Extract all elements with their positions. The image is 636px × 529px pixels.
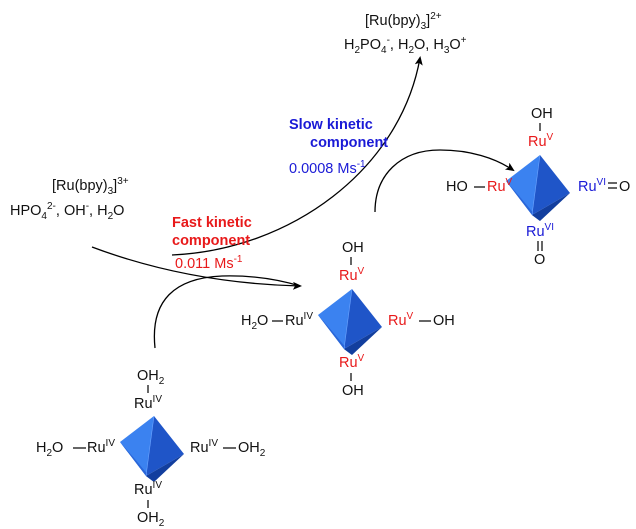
- mid-left-ligand: H2O: [241, 313, 269, 332]
- slow-kinetic-label-2: component: [310, 135, 389, 151]
- mid-right-ru: RuV: [388, 311, 414, 329]
- fast-oxidant-curve: [91, 246, 302, 290]
- start-bottom-ligand: OH2: [137, 510, 165, 529]
- slow-kinetic-label-1: Slow kinetic: [289, 117, 373, 133]
- mid-bottom-ligand: OH: [342, 383, 364, 399]
- final-left-ligand: HO: [446, 179, 468, 195]
- slow-reaction-arrow: [374, 149, 515, 213]
- fast-kinetic-label-1: Fast kinetic: [172, 215, 252, 231]
- fast-kinetic-label-2: component: [172, 233, 251, 249]
- mid-bottom-ru: RuV: [339, 353, 365, 371]
- start-right-ru: RuIV: [190, 438, 218, 456]
- final-top-ligand: OH: [531, 106, 553, 122]
- oxidant-label: [Ru(bpy)3]3+: [52, 176, 129, 197]
- final-left-ru: RuV: [487, 177, 513, 195]
- start-right-ligand: OH2: [238, 440, 266, 459]
- start-top-ru: RuIV: [134, 394, 162, 412]
- start-top-ligand: OH2: [137, 368, 165, 387]
- start-left-ligand: H2O: [36, 440, 64, 459]
- octahedron-mid: [318, 288, 382, 355]
- slow-product-curve: [171, 56, 423, 256]
- fast-rate-label: 0.011 Ms-1: [175, 254, 243, 272]
- reduced-oxidant-label: [Ru(bpy)3]2+: [365, 11, 442, 32]
- fast-reaction-arrow: [153, 275, 301, 349]
- start-bottom-ru: RuIV: [134, 480, 162, 498]
- octahedron-start: [120, 415, 184, 482]
- mid-right-ligand: OH: [433, 313, 455, 329]
- final-bottom-ligand: O: [534, 252, 546, 268]
- reagents-label: HPO42-, OH-, H2O: [10, 201, 125, 222]
- mid-top-ligand: OH: [342, 240, 364, 256]
- final-bottom-ru: RuVI: [526, 222, 554, 240]
- mid-left-ru: RuIV: [285, 311, 313, 329]
- start-left-ru: RuIV: [87, 438, 115, 456]
- slow-rate-label: 0.0008 Ms-1: [289, 159, 366, 177]
- final-right-ru: RuVI: [578, 177, 606, 195]
- mid-top-ru: RuV: [339, 266, 365, 284]
- final-right-ligand: O: [619, 179, 631, 195]
- byproducts-label: H2PO4-, H2O, H3O+: [344, 35, 467, 56]
- final-top-ru: RuV: [528, 132, 554, 150]
- octahedron-final: [506, 154, 570, 221]
